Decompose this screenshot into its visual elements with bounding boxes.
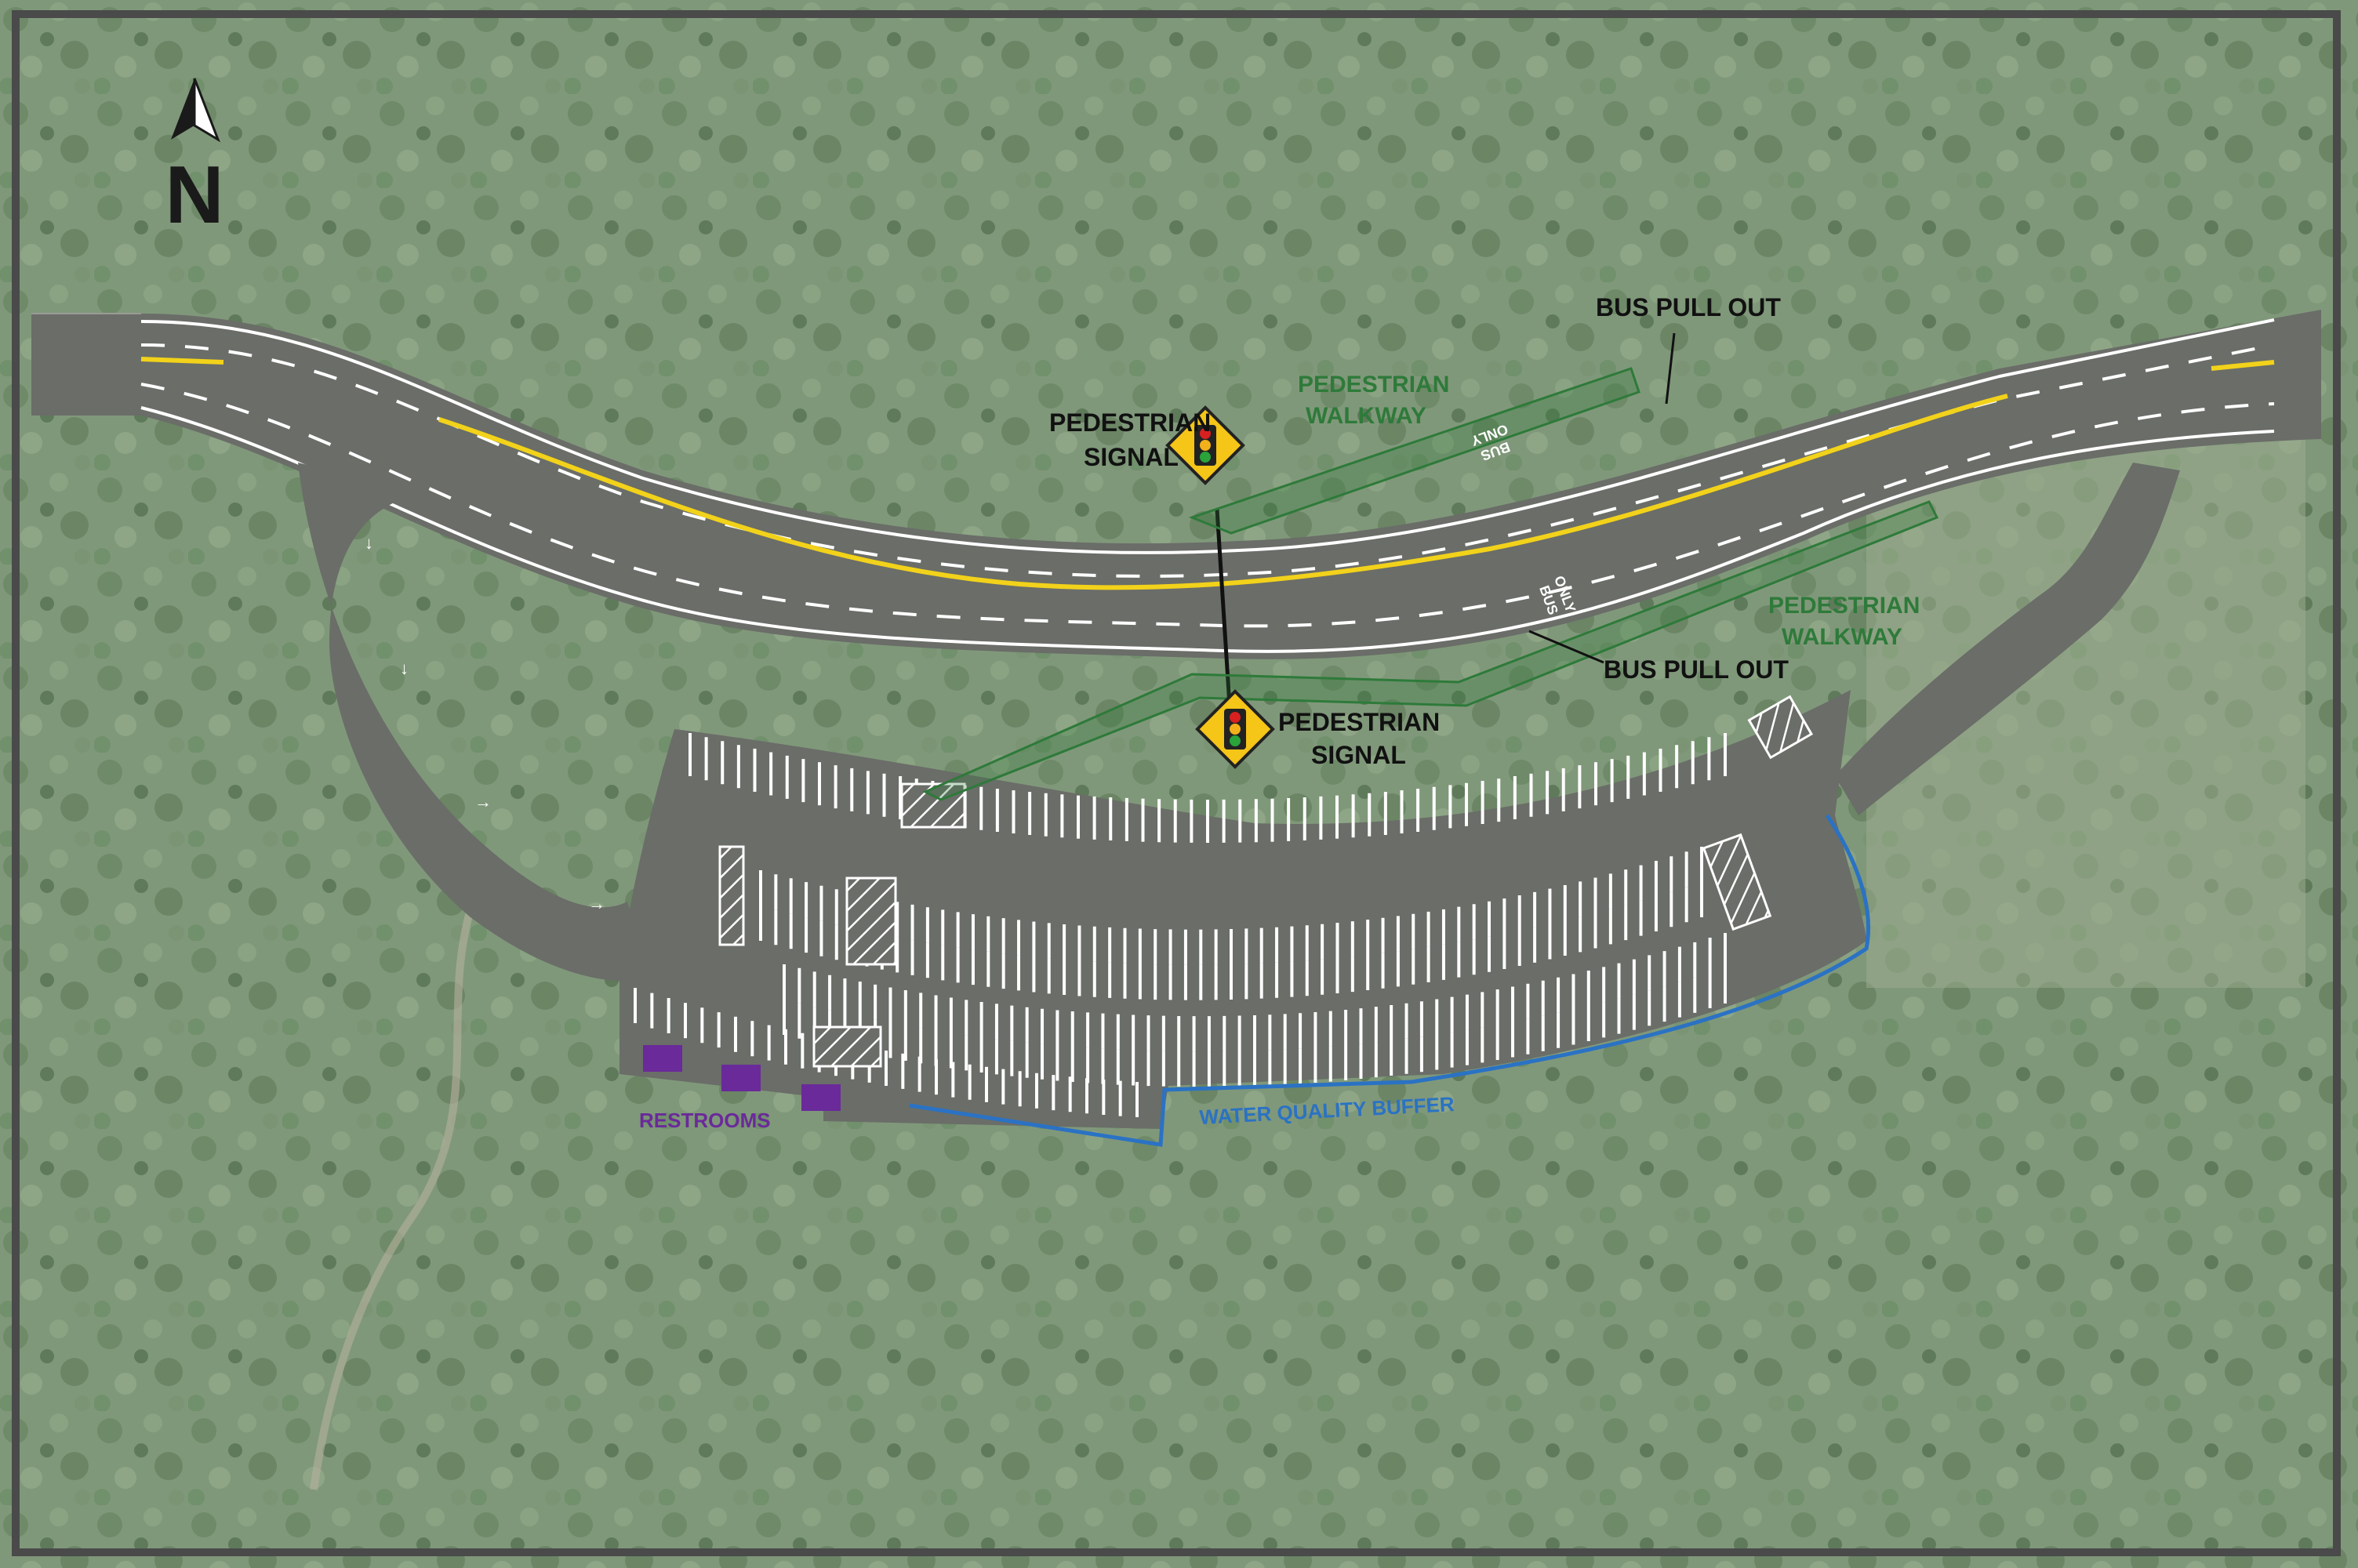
pedestrian-signal-label-south: SIGNAL bbox=[1311, 741, 1406, 769]
hatched-island bbox=[1747, 695, 1814, 760]
restroom-building bbox=[643, 1045, 682, 1072]
north-arrow-letter: N bbox=[165, 150, 223, 241]
pedestrian-signal-label-north: SIGNAL bbox=[1084, 443, 1179, 471]
bus-pull-out-label-north: BUS PULL OUT bbox=[1596, 293, 1781, 321]
pedestrian-signal-south-icon bbox=[1195, 689, 1275, 769]
leader-line bbox=[1665, 332, 1676, 405]
west-access-road bbox=[298, 463, 651, 982]
highway bbox=[31, 310, 2321, 706]
arrow-mark: ↓ bbox=[365, 533, 373, 553]
arrow-mark: → bbox=[588, 894, 605, 913]
arrow-mark: ↓ bbox=[400, 659, 409, 678]
pedestrian-signal-label-south: PEDESTRIAN bbox=[1278, 708, 1440, 736]
restroom-building bbox=[801, 1084, 841, 1111]
north-arrow-icon bbox=[171, 78, 220, 143]
restrooms-label: RESTROOMS bbox=[639, 1109, 771, 1132]
leader-line bbox=[1528, 630, 1604, 664]
pedestrian-walkway-label-north: PEDESTRIAN bbox=[1298, 372, 1449, 397]
pedestrian-walkway-label-north: WALKWAY bbox=[1306, 403, 1426, 429]
hatched-island bbox=[718, 845, 745, 946]
bus-pull-out-label-south: BUS PULL OUT bbox=[1604, 655, 1789, 684]
arrow-mark: → bbox=[474, 792, 492, 811]
crosswalk bbox=[1215, 509, 1232, 706]
centerline bbox=[438, 394, 2008, 590]
pedestrian-walkway-label-south: WALKWAY bbox=[1782, 624, 1902, 650]
water-quality-buffer-line bbox=[909, 814, 1870, 1147]
pedestrian-signal-north-icon bbox=[1165, 405, 1245, 485]
hatched-island bbox=[845, 877, 897, 966]
pedestrian-walkway-label-south: PEDESTRIAN bbox=[1768, 593, 1920, 619]
dirt-path bbox=[310, 908, 474, 1490]
hatched-island bbox=[812, 1025, 882, 1068]
pedestrian-signal-label-north: PEDESTRIAN bbox=[1049, 408, 1211, 437]
hatched-island bbox=[1702, 833, 1772, 931]
restroom-building bbox=[721, 1065, 761, 1091]
pedestrian-walkway-north bbox=[1188, 367, 1640, 535]
pedestrian-walkway-south bbox=[922, 500, 1939, 801]
hatched-island bbox=[900, 782, 966, 829]
east-access-road bbox=[1835, 463, 2180, 815]
map-border bbox=[12, 10, 2341, 1556]
